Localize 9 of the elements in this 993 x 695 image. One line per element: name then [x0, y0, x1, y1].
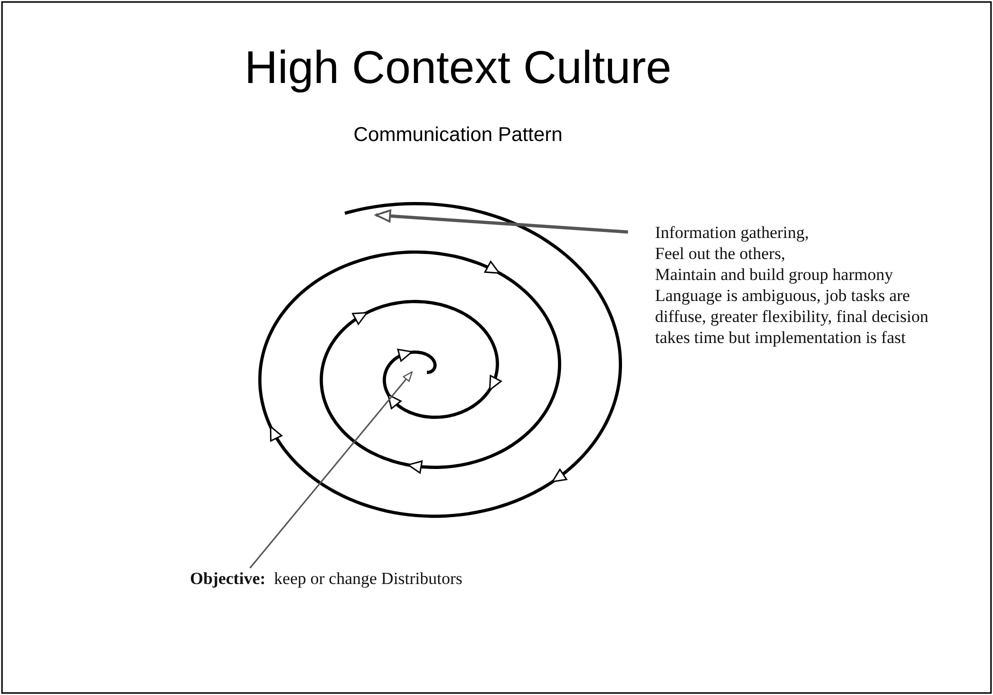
subtitle: Communication Pattern — [352, 124, 564, 147]
arrow — [375, 209, 628, 234]
arrow — [249, 371, 413, 568]
objective-text: Objective: keep or change Distributors — [190, 568, 464, 589]
description-text: Information gathering, — [655, 222, 810, 243]
slide-title: High Context Culture — [244, 40, 672, 94]
description-text: Feel out the others, — [655, 243, 786, 264]
description-text: Language is ambiguous, job tasks are diffuse, greater flexibility, final decision takes time but implementation is fast — [655, 285, 930, 348]
description-text: Maintain and build group harmony — [655, 264, 894, 285]
